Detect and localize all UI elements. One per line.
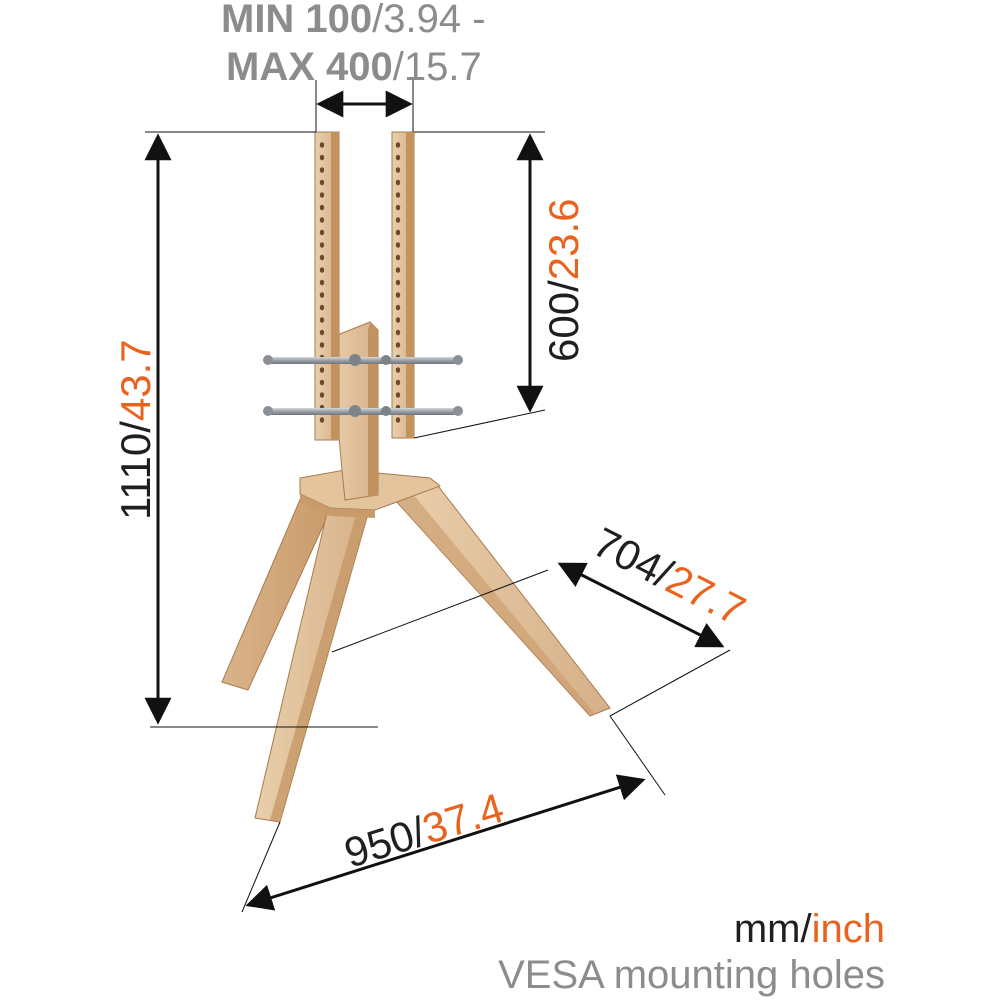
mounting-hole <box>395 242 401 248</box>
mounting-hole <box>395 142 401 148</box>
mounting-hole <box>319 229 325 236</box>
total-height-mm: 1110/ <box>112 421 159 520</box>
mounting-hole <box>319 304 325 311</box>
mounting-hole <box>319 217 325 223</box>
mounting-hole <box>395 279 401 286</box>
mounting-hole <box>395 229 401 236</box>
mounting-hole <box>395 317 401 323</box>
mounting-hole <box>319 267 325 273</box>
width-label: 950/37.4 <box>339 784 509 877</box>
mounting-hole <box>319 242 325 248</box>
mounting-hole <box>319 379 325 386</box>
mounting-hole <box>395 292 401 298</box>
mounting-hole <box>319 367 325 373</box>
mounting-hole <box>319 192 325 198</box>
mounting-hole <box>395 367 401 373</box>
stand-illustration <box>221 131 611 823</box>
mounting-hole <box>395 379 401 386</box>
mounting-hole <box>395 179 401 186</box>
legend-unit-inch: inch <box>812 907 885 951</box>
mounting-hole <box>319 329 325 336</box>
mounting-hole <box>319 279 325 286</box>
depth-label: 704/27.7 <box>586 518 753 634</box>
svg-text:mm/inch: mm/inch <box>734 907 885 951</box>
vesa-min-inch: /3.94 - <box>372 0 485 41</box>
vesa-min-value: MIN 100 <box>221 0 372 41</box>
mounting-hole <box>395 304 401 311</box>
width-arrow <box>245 774 646 911</box>
svg-text:1110/43.7: 1110/43.7 <box>112 339 159 520</box>
vesa-spacing-label: MIN 100/3.94 - MAX 400/15.7 <box>221 0 486 89</box>
width-inch: 37.4 <box>417 784 509 853</box>
mounting-hole <box>319 342 325 348</box>
plate-height-inch: 23.6 <box>540 199 587 281</box>
mounting-hole <box>395 254 401 261</box>
depth-arrow <box>557 562 725 648</box>
mounting-hole <box>395 154 401 161</box>
mounting-rods <box>263 354 463 417</box>
mounting-hole <box>319 417 325 423</box>
right-mounting-plate <box>391 131 415 439</box>
svg-text:950/37.4: 950/37.4 <box>339 784 509 877</box>
legend-caption: VESA mounting holes <box>498 953 885 997</box>
mounting-hole <box>319 142 325 148</box>
svg-text:600/23.6: 600/23.6 <box>540 199 587 363</box>
mounting-hole <box>395 267 401 273</box>
mounting-hole <box>395 392 401 398</box>
mounting-hole <box>319 292 325 298</box>
plate-height-label: 600/23.6 <box>540 199 587 363</box>
mounting-hole <box>319 167 325 173</box>
mounting-hole <box>395 329 401 336</box>
mounting-hole <box>319 254 325 261</box>
mounting-hole <box>395 417 401 423</box>
left-mounting-plate <box>314 131 340 441</box>
svg-text:704/27.7: 704/27.7 <box>586 518 753 634</box>
mounting-hole <box>395 217 401 223</box>
total-height-label: 1110/43.7 <box>112 339 159 520</box>
mounting-hole <box>395 192 401 198</box>
mounting-hole <box>319 179 325 186</box>
mounting-hole <box>319 392 325 398</box>
plate-height-mm: 600/ <box>540 280 587 362</box>
mounting-hole <box>395 167 401 173</box>
svg-text:MAX 400/15.7: MAX 400/15.7 <box>226 45 482 89</box>
total-height-inch: 43.7 <box>112 339 159 421</box>
mounting-hole <box>319 317 325 323</box>
vesa-max-inch: /15.7 <box>393 45 482 89</box>
vesa-max-value: MAX 400 <box>226 45 393 89</box>
mounting-hole <box>395 342 401 348</box>
mounting-hole <box>395 204 401 211</box>
legend-unit-mm: mm/ <box>734 907 813 951</box>
width-mm: 950/ <box>339 808 431 877</box>
mounting-hole <box>319 204 325 211</box>
legend: mm/inch VESA mounting holes <box>498 907 885 997</box>
mounting-hole <box>319 154 325 161</box>
svg-text:MIN 100/3.94 -: MIN 100/3.94 - <box>221 0 486 41</box>
dimension-lines <box>144 80 731 913</box>
